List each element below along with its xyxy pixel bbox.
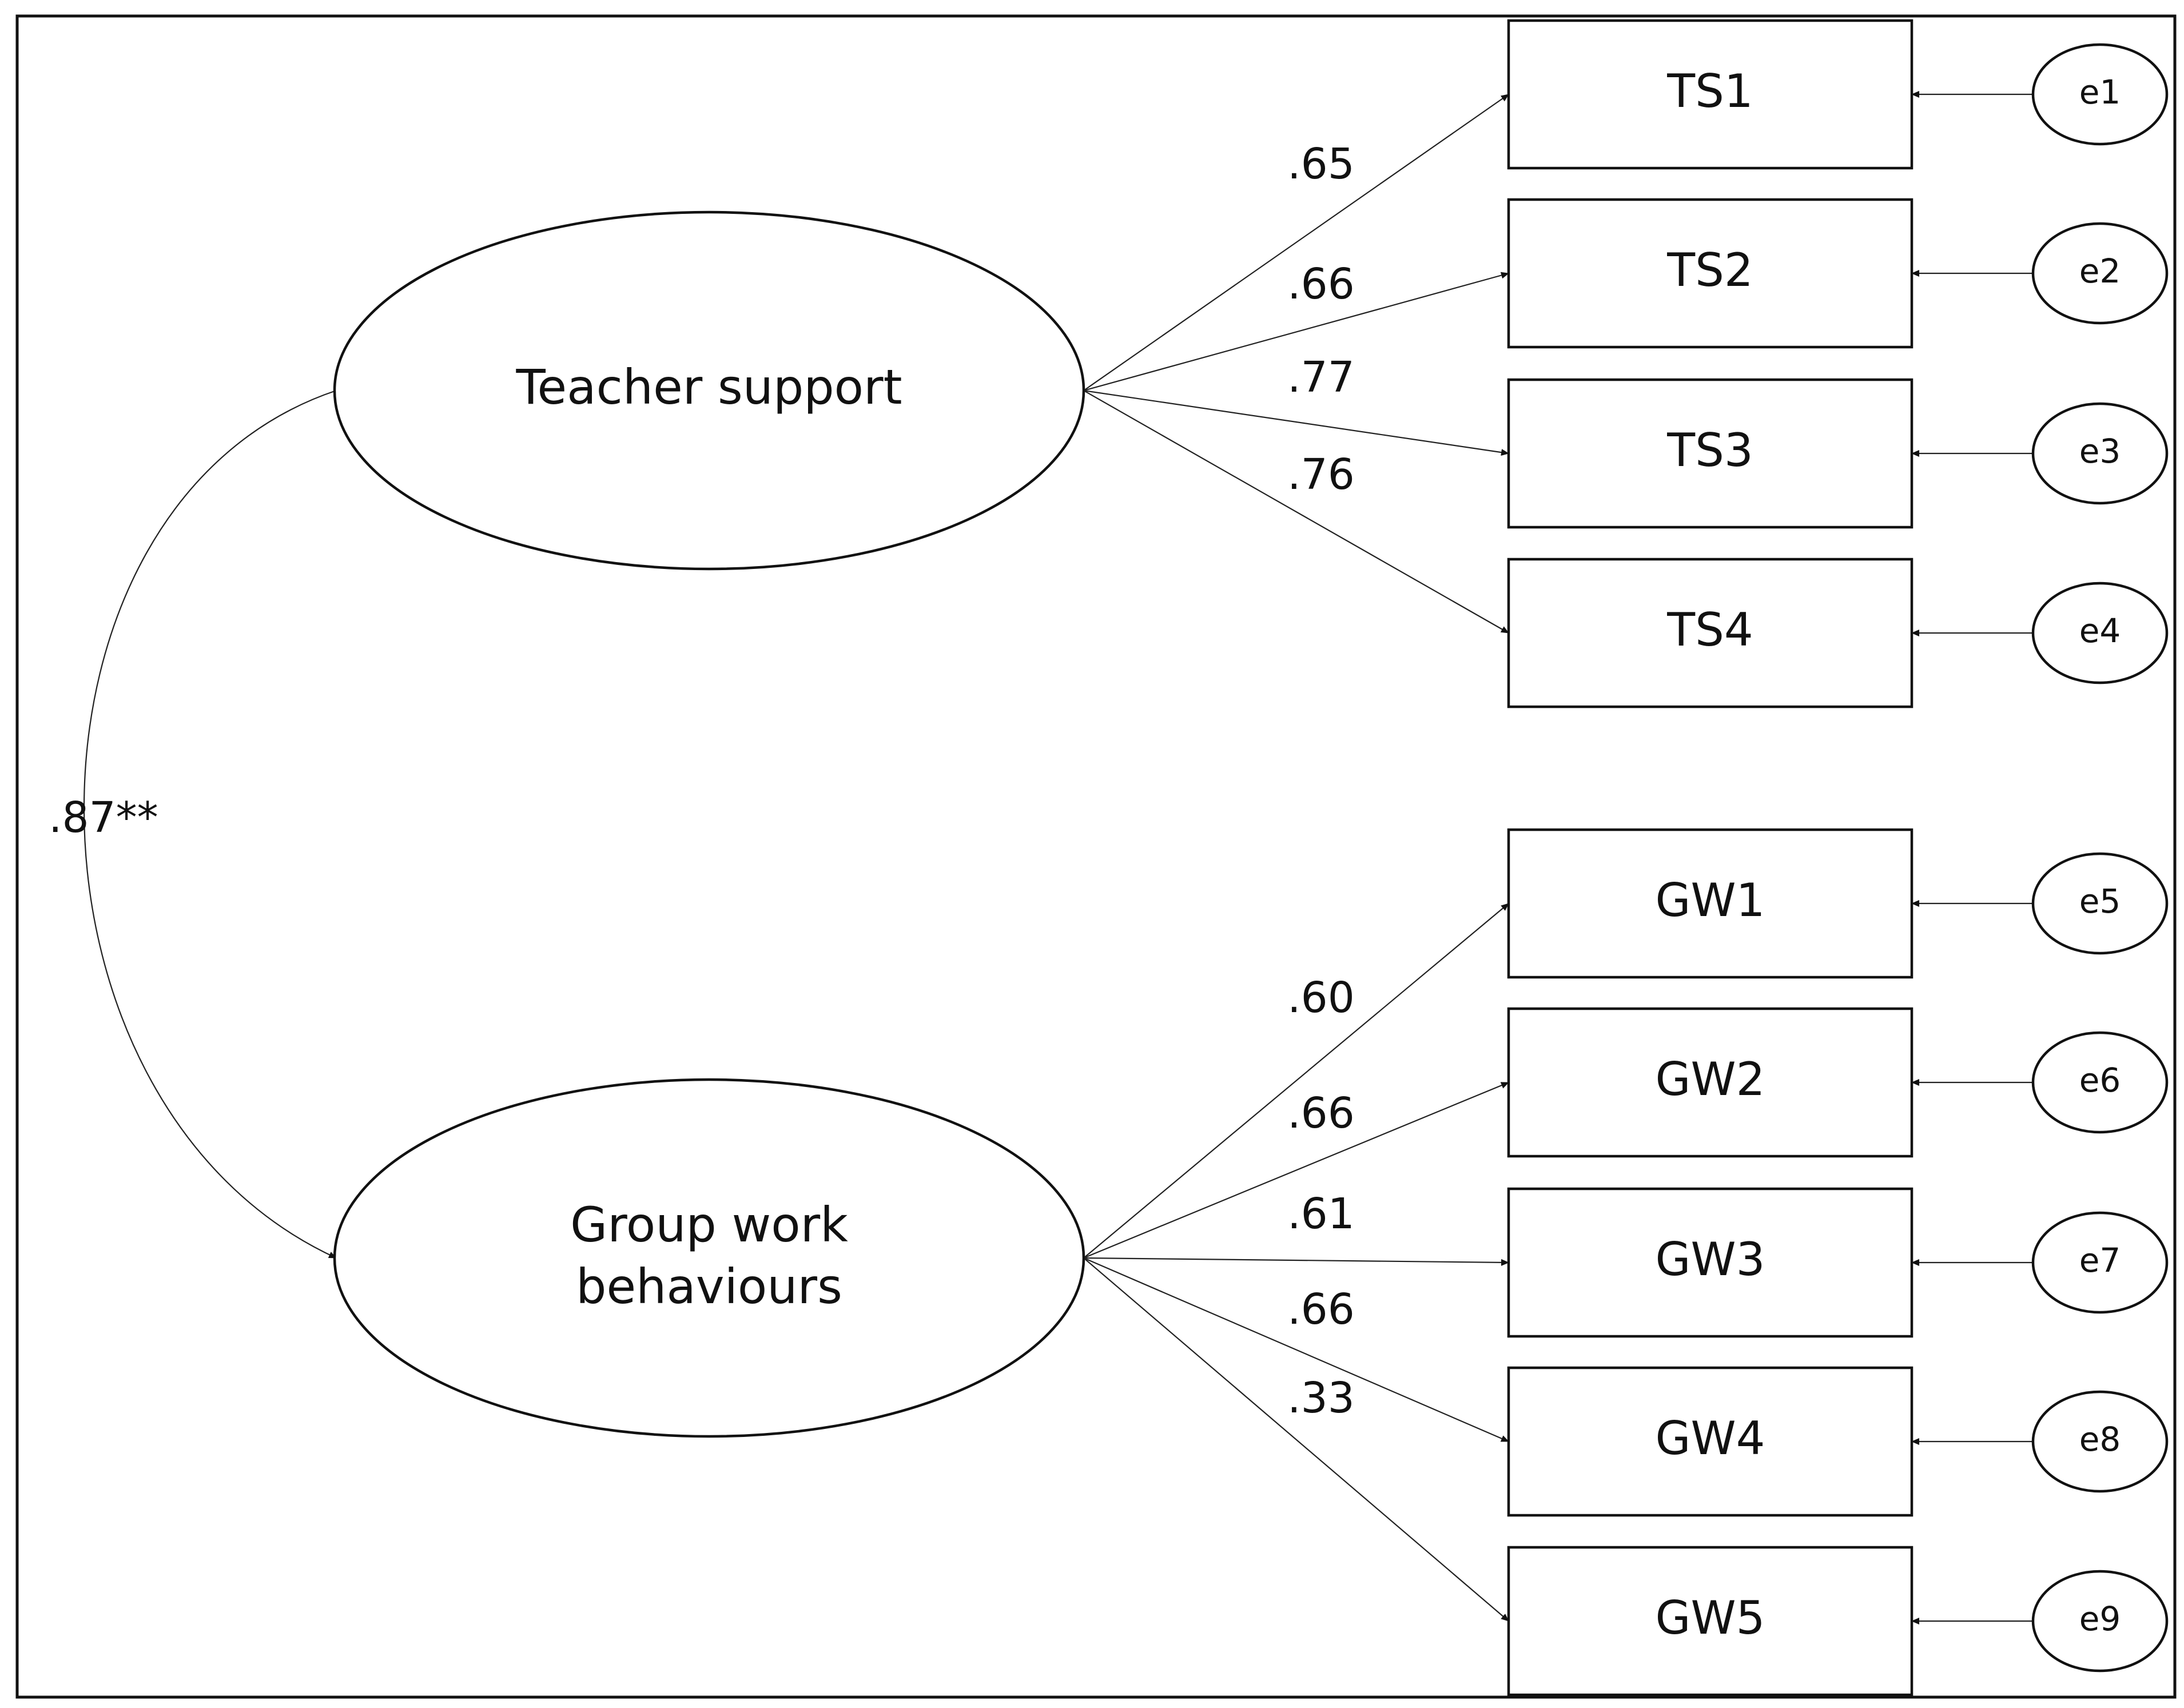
- indicator-label-ts2: TS2: [1666, 244, 1753, 297]
- latent-teacher-support: Teacher support: [333, 210, 1085, 571]
- error-term-e4: [2031, 582, 2169, 684]
- latent-group-work-label-line1: Group work: [570, 1197, 848, 1253]
- loading-arrow-ts2: [1083, 272, 1509, 392]
- edges-layer: [1083, 91, 2033, 1625]
- error-label-e7: e7: [2079, 1241, 2121, 1280]
- indicator-box-ts1: [1507, 19, 1914, 170]
- indicator-box-gw5: [1507, 1546, 1914, 1697]
- loading-coefficient-ts4: .76: [1287, 450, 1355, 499]
- error-label-e1: e1: [2079, 73, 2121, 112]
- loading-coefficient-gw3: .61: [1287, 1189, 1355, 1239]
- error-term-e7: [2031, 1211, 2169, 1314]
- indicator-label-gw4: GW4: [1656, 1412, 1765, 1465]
- loading-coefficient-gw4: .66: [1287, 1285, 1355, 1334]
- indicator-box-ts2: [1507, 198, 1914, 349]
- loading-arrow-gw2: [1083, 1081, 1509, 1259]
- loading-coefficient-ts1: .65: [1287, 140, 1355, 189]
- error-term-e1: [2031, 43, 2169, 146]
- indicator-box-gw2: [1507, 1007, 1914, 1158]
- indicator-label-ts1: TS1: [1666, 65, 1753, 118]
- indicator-label-gw3: GW3: [1656, 1233, 1765, 1286]
- loading-arrow-gw1: [1083, 903, 1509, 1259]
- error-term-e6: [2031, 1031, 2169, 1134]
- loadings-layer: .65 .66 .77 .76 .60 .66 .61 .66 .33: [1287, 140, 1355, 1423]
- loading-arrow-gw3: [1083, 1257, 1509, 1266]
- loading-coefficient-ts2: .66: [1287, 260, 1355, 309]
- loading-arrow-ts3: [1083, 389, 1509, 456]
- loading-coefficient-gw2: .66: [1287, 1089, 1355, 1138]
- error-label-e4: e4: [2079, 611, 2121, 650]
- latent-group-work-behaviours: Group work behaviours: [333, 1078, 1085, 1438]
- indicator-box-gw3: [1507, 1187, 1914, 1338]
- error-term-e9: [2031, 1570, 2169, 1673]
- indicator-label-gw5: GW5: [1656, 1591, 1765, 1645]
- error-label-e9: e9: [2079, 1599, 2121, 1638]
- loading-arrow-ts1: [1083, 94, 1509, 391]
- diagram-frame: [15, 14, 2177, 1699]
- indicator-box-ts3: [1507, 378, 1914, 529]
- correlation-arrow: [83, 385, 345, 1259]
- indicator-label-ts4: TS4: [1666, 603, 1753, 656]
- error-label-e3: e3: [2079, 432, 2121, 471]
- loading-arrow-ts4: [1083, 390, 1509, 634]
- error-term-e5: [2031, 852, 2169, 955]
- loading-arrow-gw5: [1083, 1257, 1509, 1622]
- error-term-e8: [2031, 1390, 2169, 1493]
- correlation-coefficient: .87**: [49, 793, 158, 842]
- loading-coefficient-ts3: .77: [1287, 353, 1355, 402]
- error-label-e5: e5: [2079, 882, 2121, 921]
- indicator-label-ts3: TS3: [1666, 424, 1753, 477]
- error-term-e3: [2031, 402, 2169, 505]
- loading-coefficient-gw1: .60: [1287, 973, 1355, 1022]
- latent-group-work-label-line2: behaviours: [576, 1259, 842, 1315]
- error-label-e8: e8: [2079, 1420, 2121, 1459]
- indicator-box-gw1: [1507, 828, 1914, 979]
- loading-arrow-gw4: [1083, 1257, 1509, 1443]
- indicator-box-ts4: [1507, 558, 1914, 708]
- indicator-label-gw2: GW2: [1656, 1053, 1765, 1106]
- error-label-e6: e6: [2079, 1061, 2121, 1100]
- error-label-e2: e2: [2079, 252, 2121, 290]
- indicator-box-gw4: [1507, 1366, 1914, 1517]
- latent-teacher-support-label: Teacher support: [515, 359, 902, 415]
- error-term-e2: [2031, 222, 2169, 325]
- loading-coefficient-gw5: .33: [1287, 1373, 1355, 1423]
- indicator-label-gw1: GW1: [1656, 874, 1765, 927]
